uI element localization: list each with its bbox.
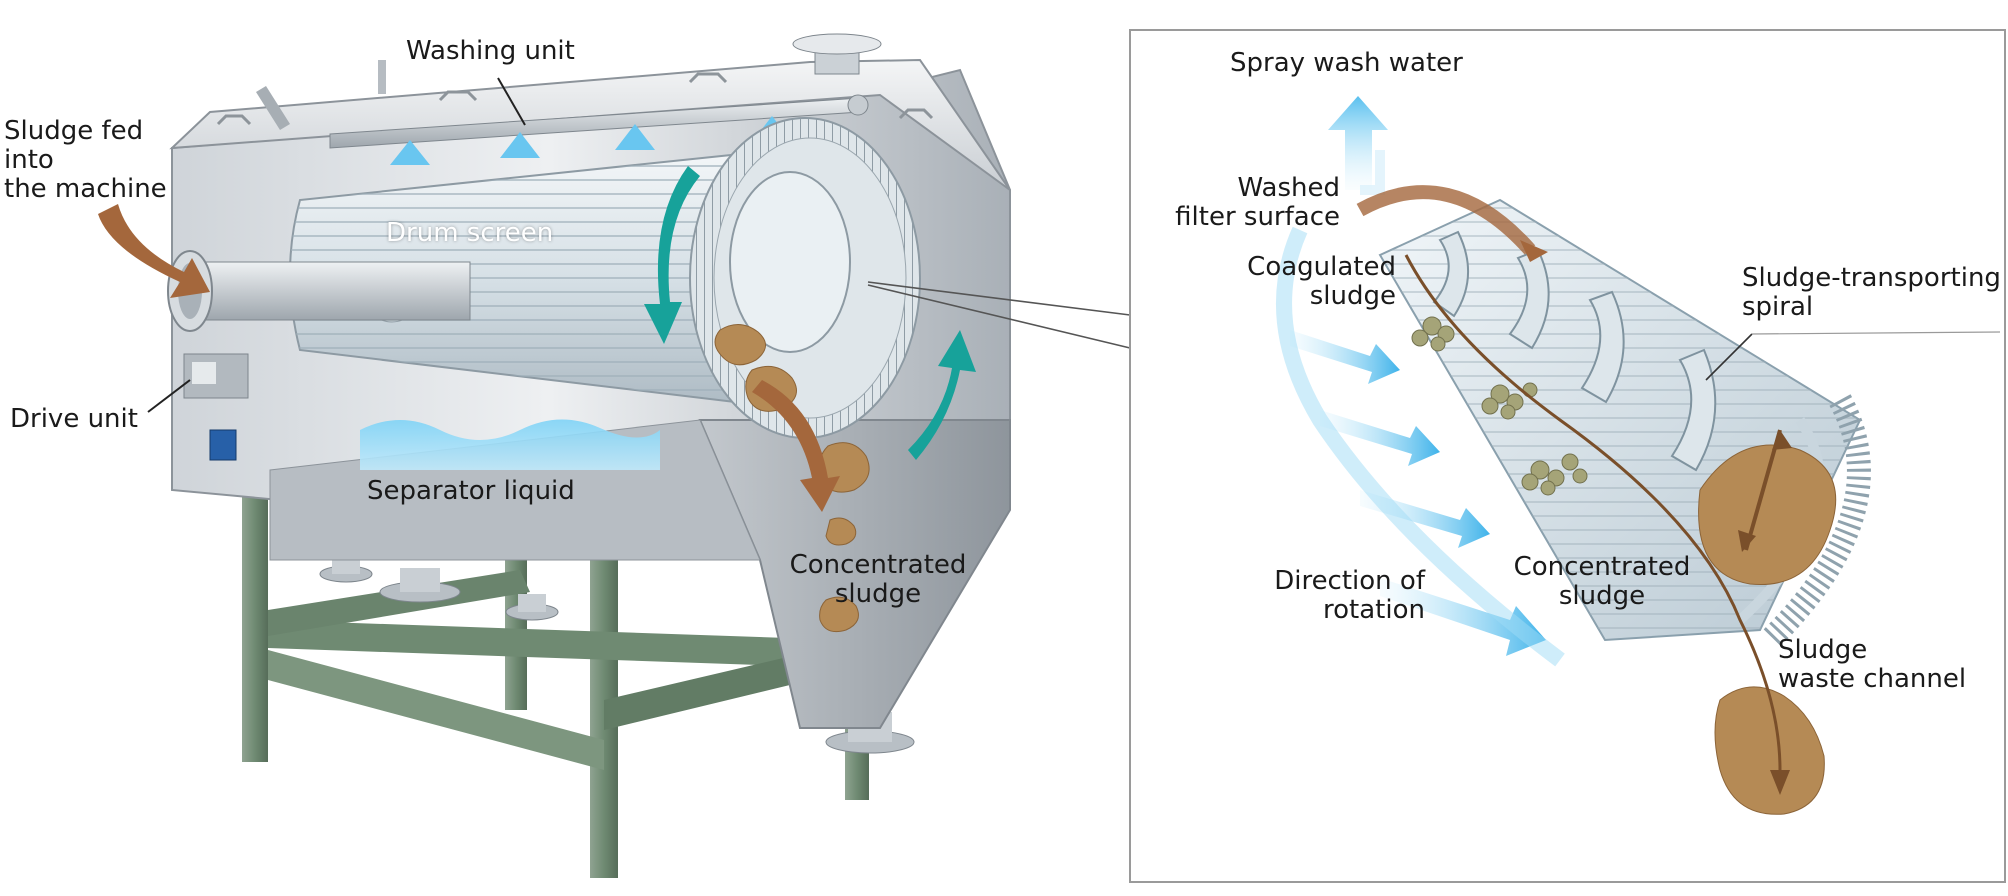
label-sludge-waste-channel: Sludge waste channel [1778, 636, 1966, 694]
label-sludge-transporting-spiral: Sludge-transporting spiral [1742, 264, 2001, 322]
vent-pipe [378, 60, 386, 94]
frame-beam-back [268, 620, 845, 668]
label-sludge-fed: Sludge fed into the machine [4, 117, 167, 204]
label-washing-unit: Washing unit [406, 37, 575, 66]
label-direction-of-rotation: Direction of rotation [1240, 567, 1425, 625]
drum-inner-opening [730, 172, 850, 352]
frame-beam-cross [268, 650, 604, 770]
machine-illustration [98, 34, 1130, 878]
label-drive-unit: Drive unit [10, 405, 138, 434]
detail-inset [1130, 30, 2005, 882]
label-drum-screen: Drum screen [386, 219, 553, 248]
inlet-pipe [168, 251, 470, 331]
label-coagulated-sludge: Coagulated sludge [1206, 253, 1396, 311]
label-separator-liquid: Separator liquid [367, 477, 575, 506]
label-washed-filter-surface: Washed filter surface [1160, 174, 1340, 232]
label-concentrated-sludge-detail: Concentrated sludge [1512, 553, 1692, 611]
label-spray-wash-water: Spray wash water [1230, 49, 1463, 78]
label-concentrated-sludge-machine: Concentrated sludge [778, 551, 978, 609]
blue-control-box [210, 430, 236, 460]
